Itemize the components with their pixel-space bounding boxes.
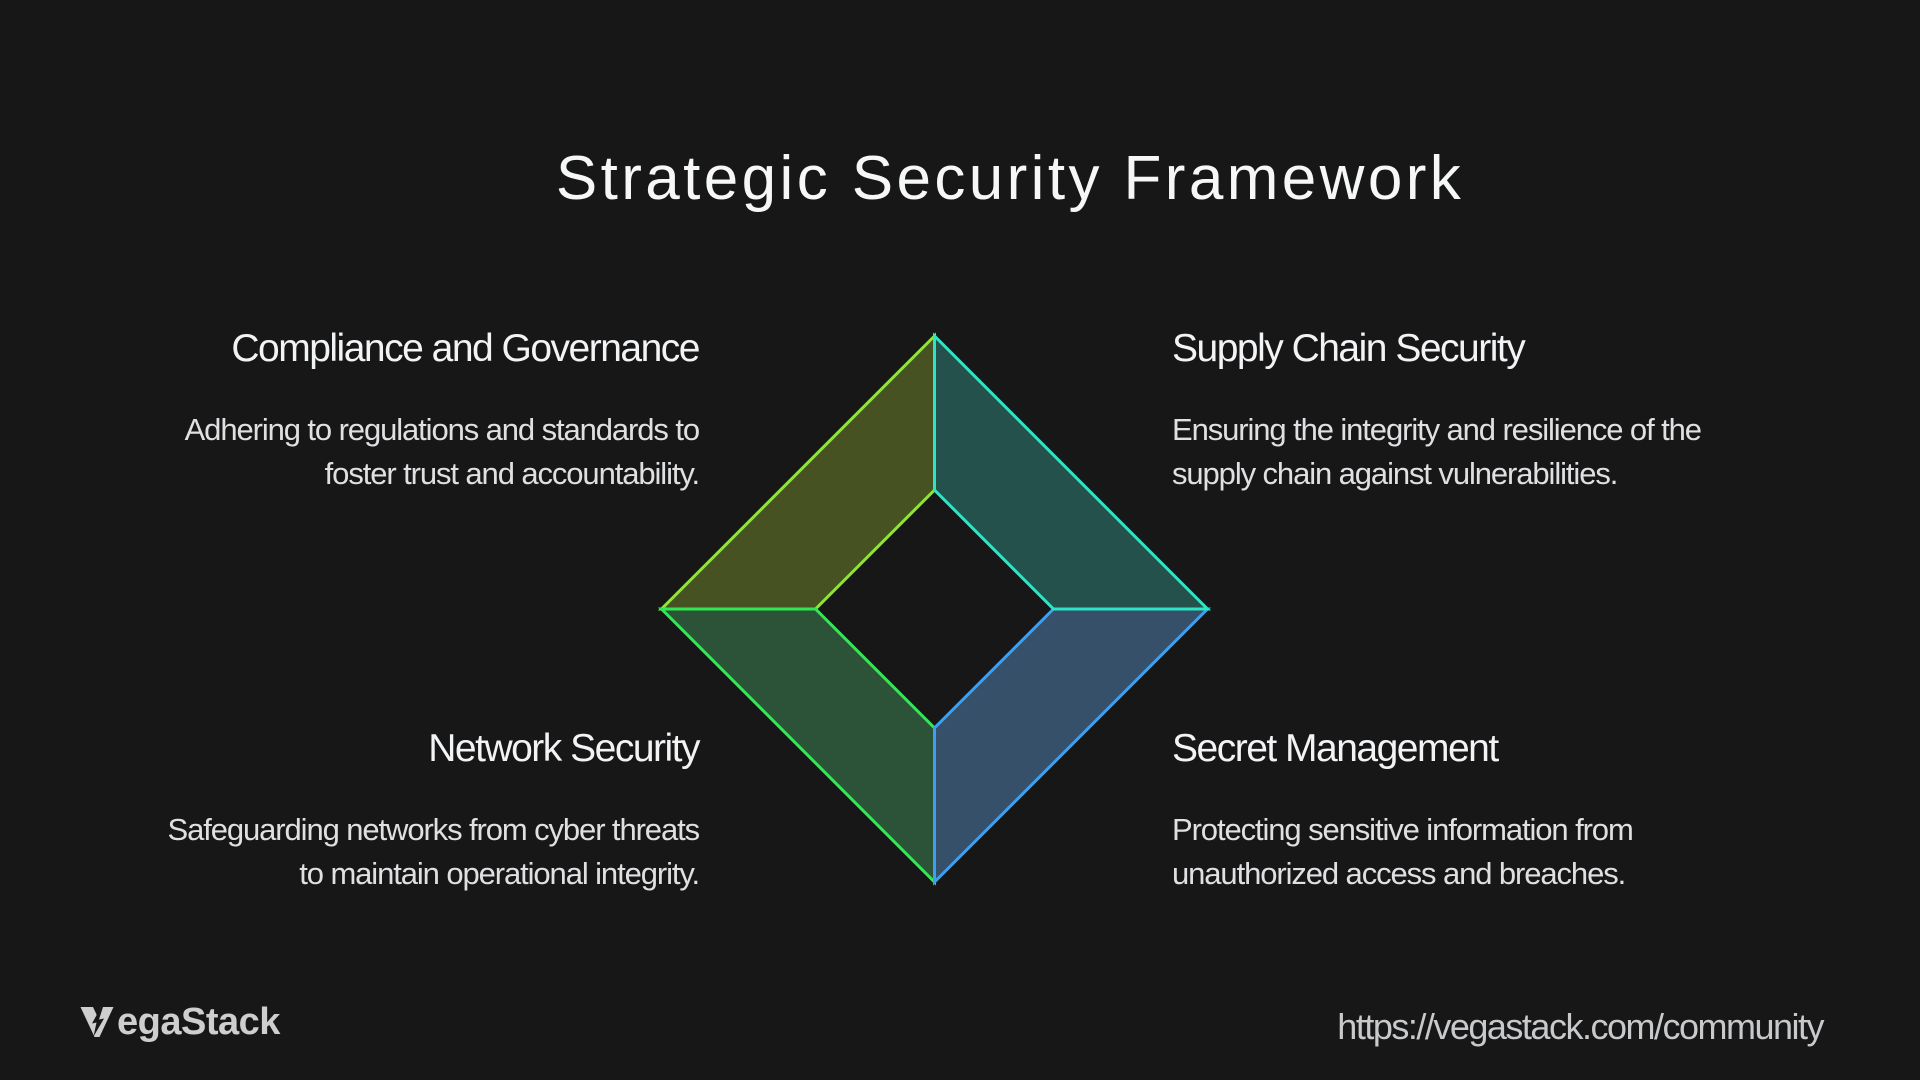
quadrant-heading-network-security: Network Security — [428, 727, 700, 770]
quadrant-heading-secret-management: Secret Management — [1172, 727, 1499, 770]
page-title: Strategic Security Framework — [555, 143, 1465, 213]
diamond-face-network-security — [657, 607, 936, 886]
community-url: https://vegastack.com/community — [1337, 1006, 1824, 1047]
diamond-face-compliance-governance — [657, 332, 936, 611]
quadrant-heading-compliance-governance: Compliance and Governance — [231, 327, 700, 370]
vegastack-bolt-v-icon — [80, 1007, 114, 1037]
quadrant-body-secret-management: Protecting sensitive information from un… — [1172, 812, 1634, 891]
quadrant-heading-supply-chain-security: Supply Chain Security — [1172, 327, 1526, 370]
quadrant-supply-chain-security: Supply Chain Security Ensuring the integ… — [1172, 326, 1702, 496]
vegastack-logo: egaStack — [80, 1003, 280, 1041]
diamond-face-secret-management — [933, 607, 1212, 886]
quadrant-body-supply-chain-security: Ensuring the integrity and resilience of… — [1172, 412, 1702, 491]
quadrant-secret-management: Secret Management Protecting sensitive i… — [1172, 726, 1634, 896]
quadrant-body-network-security: Safeguarding networks from cyber threats… — [167, 812, 701, 891]
diamond-face-supply-chain-security — [933, 332, 1212, 611]
quadrant-body-compliance-governance: Adhering to regulations and standards to… — [184, 412, 700, 491]
quadrant-compliance-governance: Compliance and Governance Adhering to re… — [184, 326, 701, 496]
vegastack-logo-text: egaStack — [117, 1001, 280, 1043]
quadrant-network-security: Network Security Safeguarding networks f… — [167, 726, 701, 896]
